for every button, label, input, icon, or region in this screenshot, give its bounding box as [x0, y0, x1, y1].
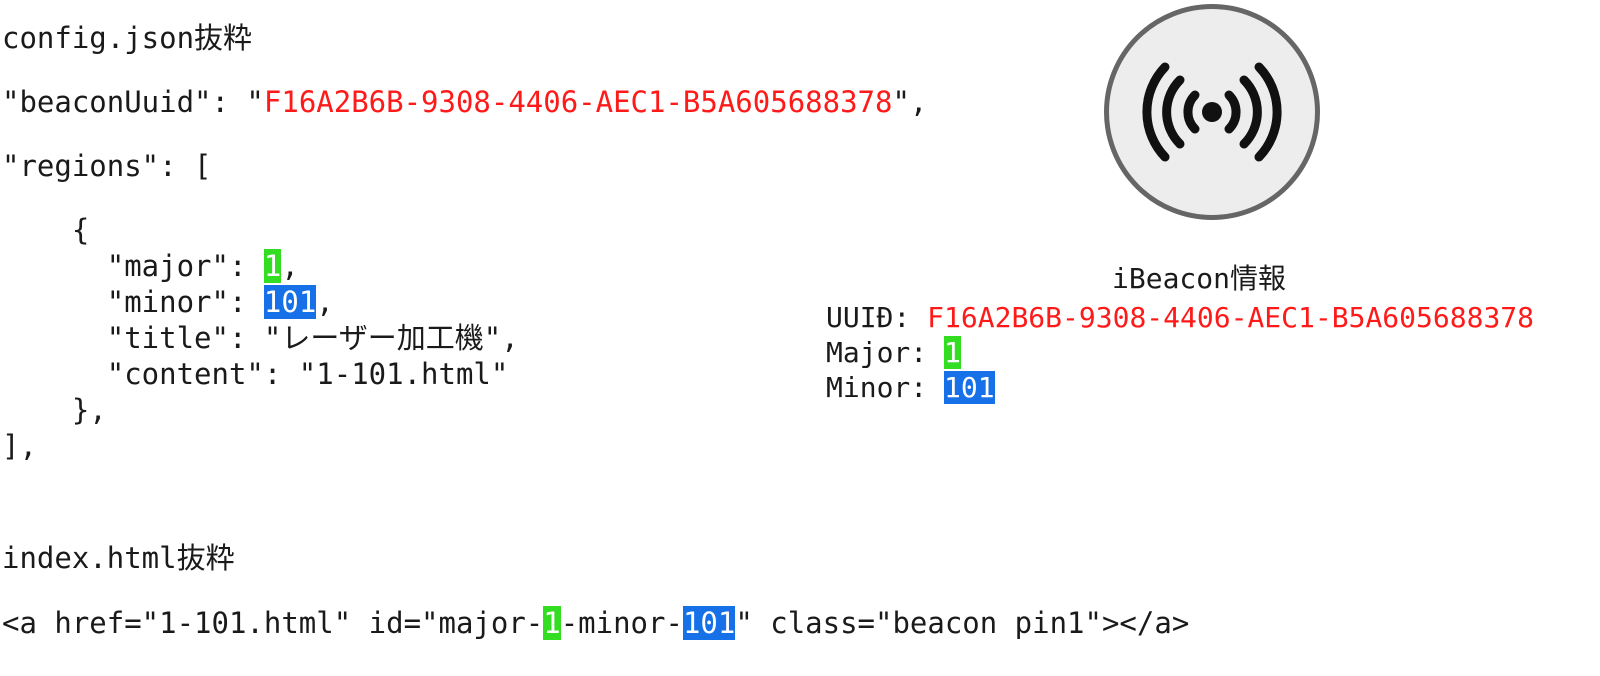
minor-value: 101: [263, 285, 317, 319]
ibeacon-uuid-line: UUIĐ: F16A2B6B-9308-4406-AEC1-B5A6056883…: [826, 300, 1534, 335]
anchor-minor-value: 101: [682, 606, 736, 640]
beacon-icon-circle: [1104, 4, 1320, 220]
ibeacon-major-line: Major: 1: [826, 335, 961, 370]
major-suffix: ,: [281, 249, 299, 283]
anchor-suffix: " class="beacon pin1"></a>: [735, 606, 1190, 640]
title-line: "title": "レーザー加工機",: [2, 321, 519, 355]
beacon-uuid-value: F16A2B6B-9308-4406-AEC1-B5A605688378: [263, 85, 893, 119]
major-value: 1: [263, 249, 282, 283]
ibeacon-major-value: 1: [944, 336, 961, 369]
ibeacon-minor-line: Minor: 101: [826, 370, 995, 405]
minor-key: "minor":: [2, 285, 264, 319]
config-heading: config.json抜粋: [2, 21, 253, 55]
anchor-major-value: 1: [543, 606, 561, 640]
anchor-line: <a href="1-101.html" id="major-1-minor-1…: [2, 605, 1189, 641]
beacon-uuid-key: "beaconUuid": ": [2, 85, 264, 119]
broadcast-icon: [1142, 62, 1282, 162]
minor-suffix: ,: [316, 285, 334, 319]
ibeacon-major-label: Major:: [826, 336, 945, 369]
anchor-prefix: <a href="1-101.html" id="major-: [2, 606, 544, 640]
beacon-uuid-end: ",: [892, 85, 928, 119]
ibeacon-uuid-value: F16A2B6B-9308-4406-AEC1-B5A605688378: [927, 301, 1535, 334]
content-line: "content": "1-101.html": [2, 357, 509, 391]
ibeacon-minor-label: Minor:: [826, 371, 945, 404]
beacon-uuid-line: "beaconUuid": "F16A2B6B-9308-4406-AEC1-B…: [2, 84, 927, 120]
ibeacon-minor-value: 101: [944, 371, 995, 404]
major-line: "major": 1,: [2, 248, 299, 284]
close-array: ],: [2, 429, 37, 463]
anchor-mid: -minor-: [560, 606, 683, 640]
ibeacon-title: iBeacon情報: [1112, 262, 1287, 295]
ibeacon-uuid-label: UUIĐ:: [826, 301, 928, 334]
regions-line: "regions": [: [2, 149, 212, 183]
close-brace: },: [2, 393, 107, 427]
open-brace: {: [2, 213, 90, 247]
major-key: "major":: [2, 249, 264, 283]
minor-line: "minor": 101,: [2, 284, 334, 320]
index-heading: index.html抜粋: [2, 541, 235, 575]
